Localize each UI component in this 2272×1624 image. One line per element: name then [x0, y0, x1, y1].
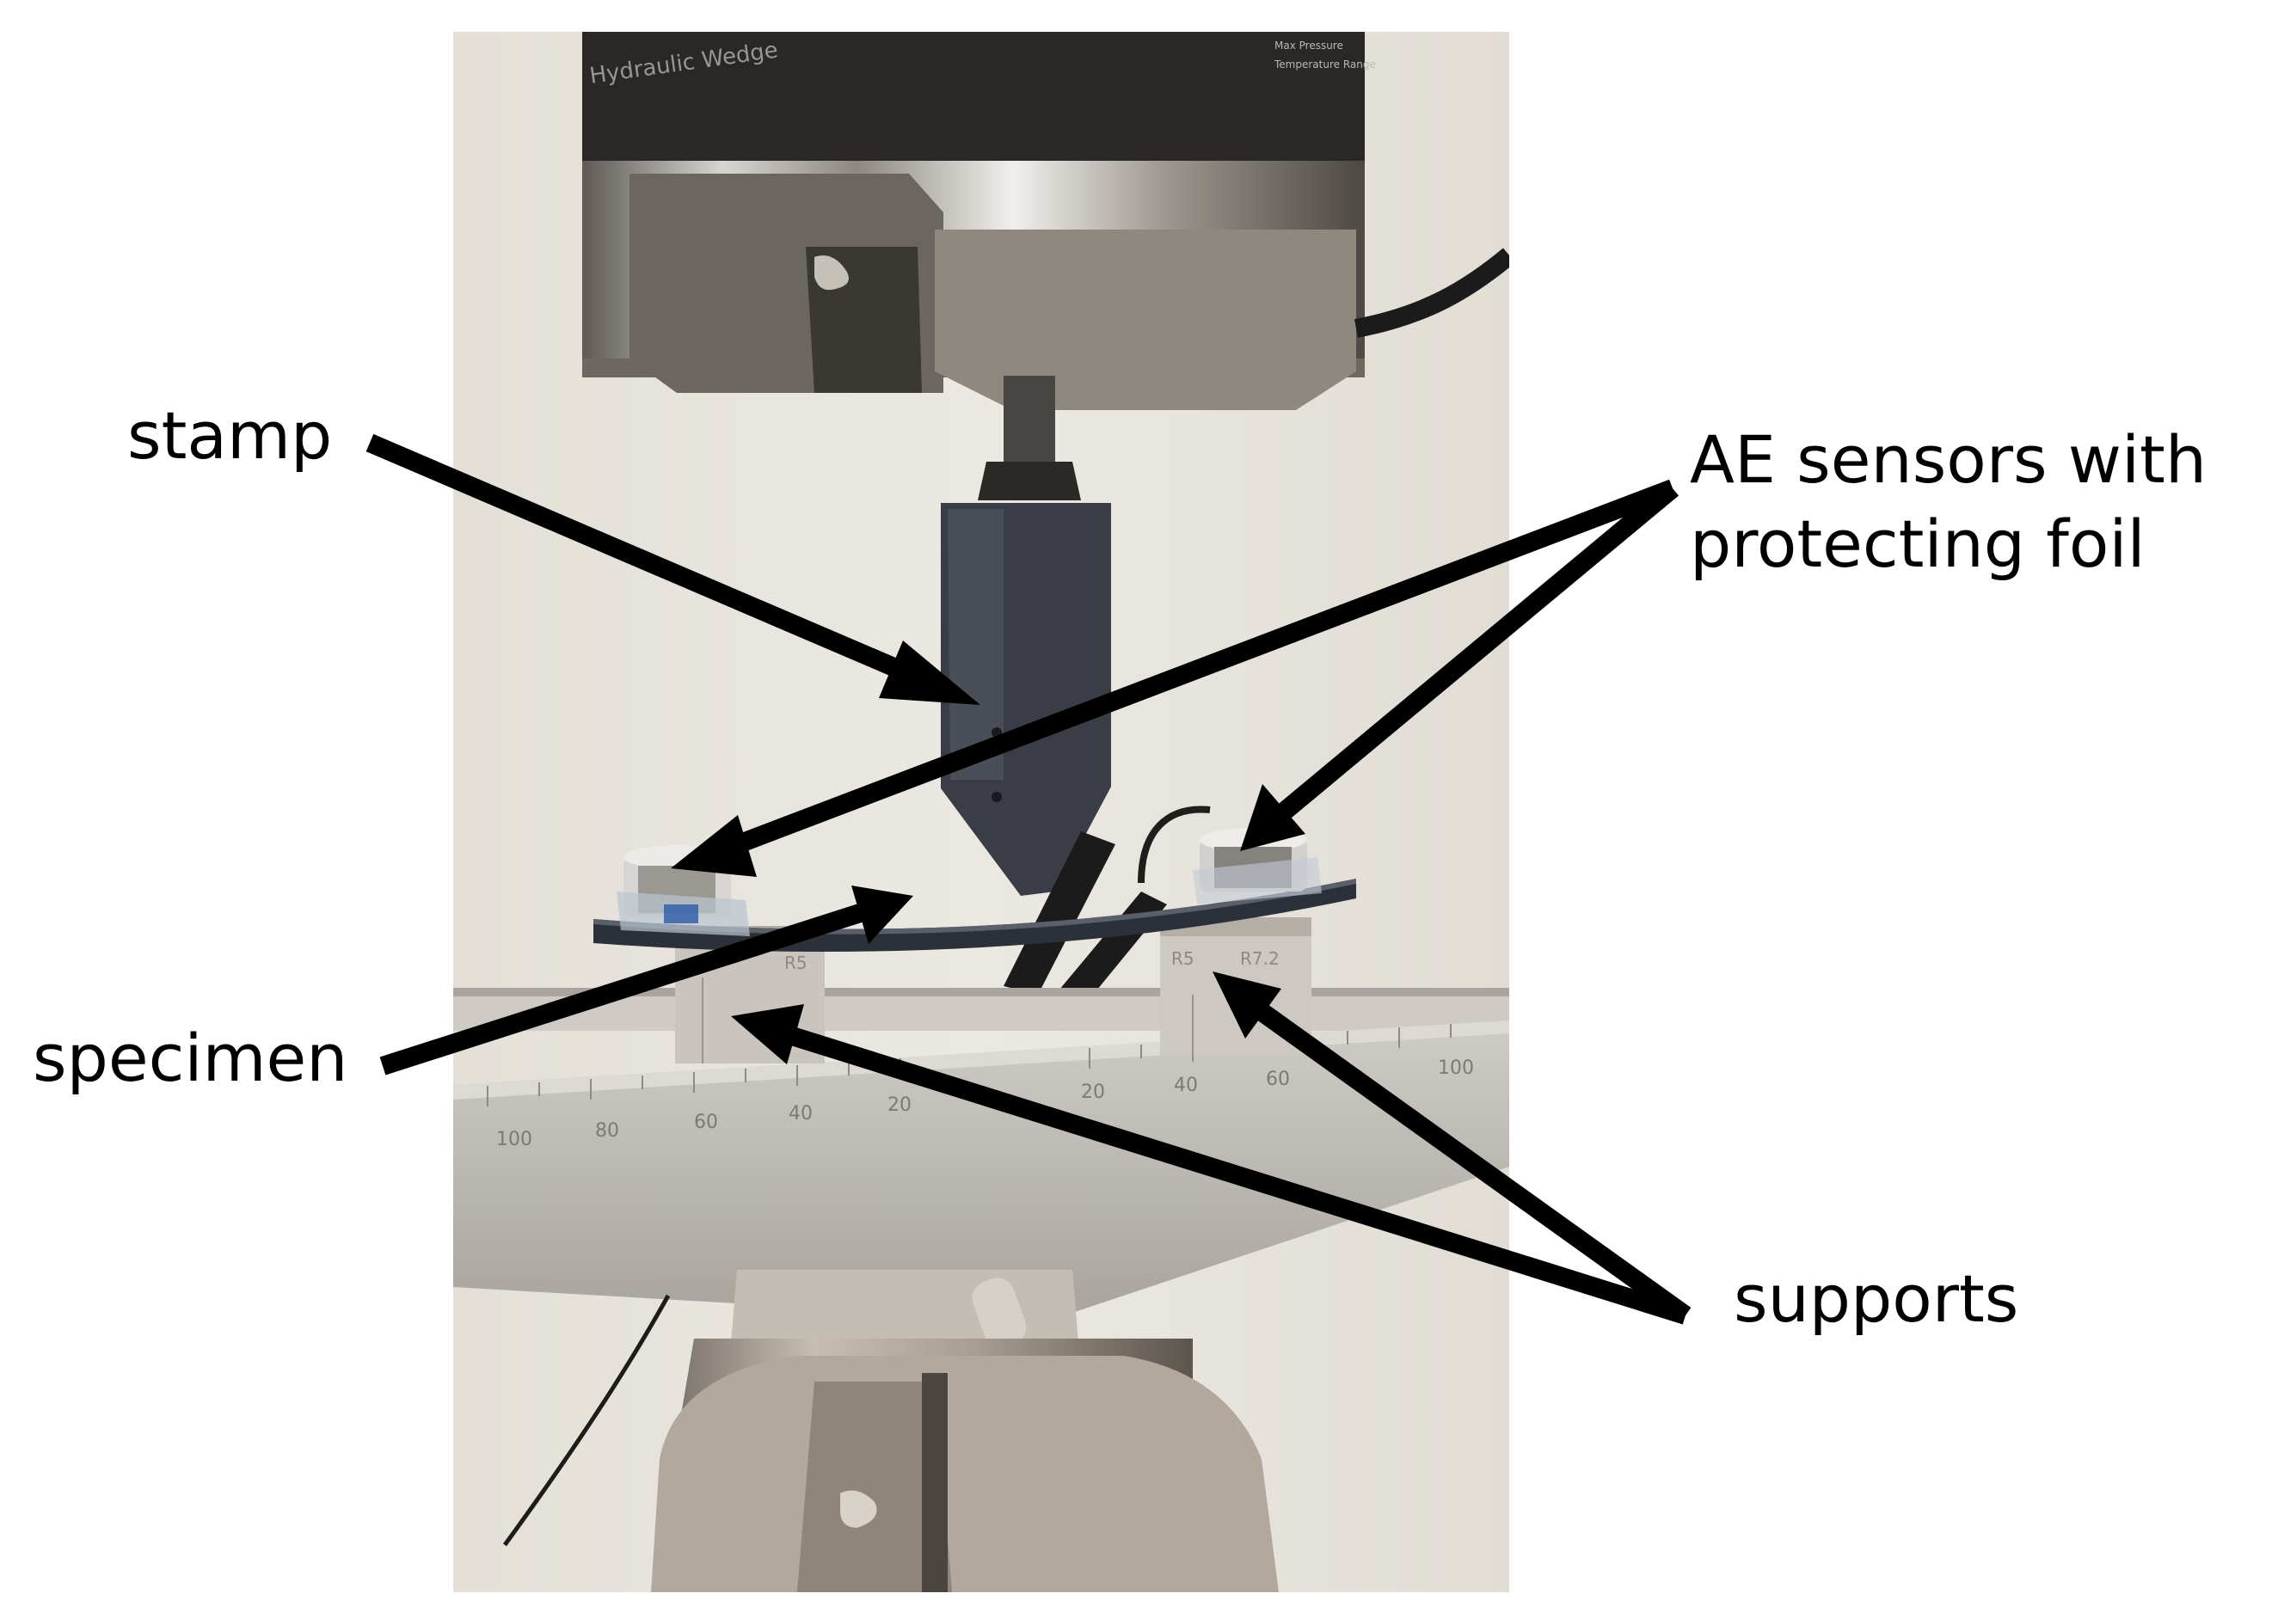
ruler-tick-left-80: 80: [595, 1120, 619, 1142]
cylinder-label-pressure: Max Pressure: [1274, 40, 1343, 52]
upper-grip-plate: [935, 230, 1356, 410]
cylinder-label-temperature: Temperature Range: [1274, 58, 1376, 70]
ruler-tick-right-60: 60: [1266, 1069, 1290, 1090]
ruler-tick-right-20: 20: [1081, 1082, 1105, 1103]
cylinder-top-band: [582, 32, 1365, 161]
label-supports: supports: [1734, 1260, 2019, 1337]
support-right-label-r5: R5: [1171, 948, 1194, 969]
stamp-shaft: [1004, 376, 1055, 462]
support-right: [1160, 917, 1311, 1057]
photo-test-setup: Hydraulic Wedge Max Pressure Temperature…: [453, 32, 1509, 1592]
label-specimen: specimen: [33, 1020, 348, 1096]
ae-sensor-right: [1193, 828, 1322, 904]
ruler-tick-left-20: 20: [887, 1094, 912, 1116]
guide-rail: [453, 995, 1509, 1031]
ruler-tick-left-40: 40: [789, 1103, 813, 1125]
ruler-tick-left-100: 100: [496, 1129, 532, 1150]
label-stamp: stamp: [127, 397, 333, 474]
spring-bottom: [840, 1490, 877, 1528]
support-right-label-r72: R7.2: [1240, 948, 1280, 969]
support-left-label: R5: [784, 953, 807, 973]
ruler-tick-right-100: 100: [1438, 1057, 1474, 1079]
ruler-tick-left-60: 60: [694, 1112, 718, 1133]
sensor-cable-left: [502, 1294, 671, 1547]
ruler-tick-right-40: 40: [1174, 1075, 1198, 1096]
label-ae-sensors-line2: protecting foil: [1690, 506, 2146, 582]
cable-top: [1354, 248, 1509, 338]
label-ae-sensors: AE sensors with protecting foil: [1690, 418, 2207, 586]
spring-top: [814, 255, 849, 291]
label-ae-sensors-line1: AE sensors with: [1690, 421, 2208, 498]
